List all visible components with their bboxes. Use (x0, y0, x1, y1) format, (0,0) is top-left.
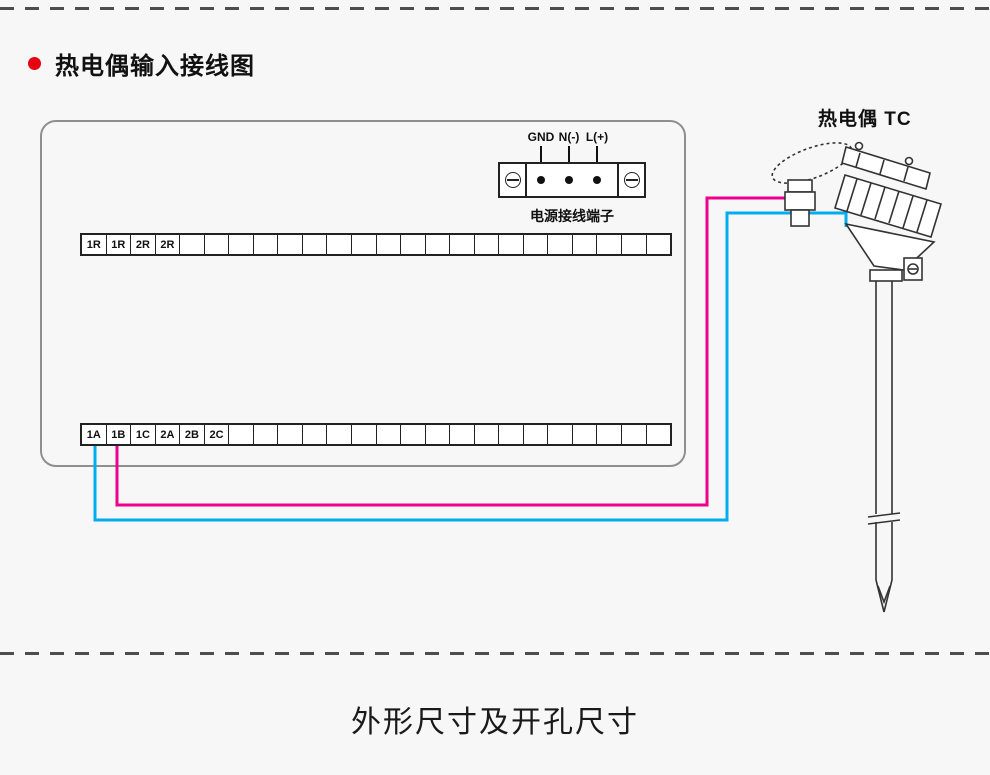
gland-fitting (787, 179, 813, 193)
thermocouple-label: 热电偶 TC (818, 109, 912, 130)
terminal-cell: 2C (205, 425, 230, 444)
screw-icon (623, 172, 640, 188)
terminal-cell (475, 235, 500, 254)
terminal-cell (278, 235, 303, 254)
top-dashed-divider (0, 7, 990, 10)
terminal-cell (548, 235, 573, 254)
terminal-cell (352, 425, 377, 444)
screw-icon (504, 172, 521, 188)
terminal-cell: 2R (131, 235, 156, 254)
terminal-cell: 2A (156, 425, 181, 444)
thermocouple-illustration (771, 141, 942, 613)
terminal-cell: 1R (107, 235, 132, 254)
section-title-row: 热电偶输入接线图 (28, 46, 255, 81)
terminal-cell (647, 235, 671, 254)
terminal-cell (426, 235, 451, 254)
terminal-cell (303, 425, 328, 444)
terminal-cell (499, 425, 524, 444)
power-terminal-dot (537, 176, 545, 184)
gland-fitting (784, 191, 816, 211)
neck-collar (869, 269, 903, 282)
terminal-cell (499, 235, 524, 254)
red-bullet-icon (28, 57, 41, 70)
terminal-cell (475, 425, 500, 444)
bottom-dashed-divider (0, 652, 990, 655)
terminal-cell (205, 235, 230, 254)
terminal-cell (327, 235, 353, 254)
terminal-cell: 1A (82, 425, 107, 444)
terminal-cell (229, 235, 254, 254)
terminal-cell (647, 425, 671, 444)
terminal-cell (352, 235, 377, 254)
power-terminal-dot (593, 176, 601, 184)
terminal-cell (377, 425, 402, 444)
gland-fitting (790, 209, 810, 227)
cap-screw-icon (854, 141, 864, 151)
terminal-cell (426, 425, 451, 444)
section-title: 热电偶输入接线图 (55, 53, 255, 80)
terminal-cell (229, 425, 254, 444)
mounting-hole-right (617, 164, 644, 196)
terminal-cell (180, 235, 205, 254)
terminal-cell (254, 425, 279, 444)
terminal-cell (524, 425, 549, 444)
terminal-cell: 1B (107, 425, 132, 444)
terminal-cell (573, 235, 598, 254)
terminal-cell (622, 235, 647, 254)
cap-screw-icon (904, 156, 914, 166)
terminal-cell (597, 425, 623, 444)
power-label-live: L(+) (585, 130, 609, 144)
terminal-cell (597, 235, 623, 254)
mounting-hole-left (500, 164, 527, 196)
terminal-cell (524, 235, 549, 254)
terminal-cell (327, 425, 353, 444)
power-terminal-assembly: GND N(-) L(+) 电源接线端子 (490, 130, 655, 230)
terminal-cell: 1R (82, 235, 107, 254)
power-terminal-dot (565, 176, 573, 184)
power-terminal-caption: 电源接线端子 (530, 208, 614, 224)
terminal-cell (622, 425, 647, 444)
terminal-cell: 2B (180, 425, 205, 444)
terminal-cell (573, 425, 598, 444)
terminal-cell: 2R (156, 235, 181, 254)
terminal-cell (377, 235, 402, 254)
terminal-cell: 1C (131, 425, 156, 444)
next-section-title: 外形尺寸及开孔尺寸 (351, 706, 639, 739)
terminal-cell (450, 425, 475, 444)
power-label-neutral: N(-) (558, 130, 580, 144)
terminal-cell (303, 235, 328, 254)
terminal-cell (548, 425, 573, 444)
terminal-cell (401, 235, 426, 254)
terminal-cell (401, 425, 426, 444)
connection-head (834, 174, 942, 238)
power-label-gnd: GND (527, 130, 555, 144)
terminal-cell (278, 425, 303, 444)
head-cap (841, 145, 931, 191)
probe-break-mark (867, 512, 901, 518)
terminal-cell (254, 235, 279, 254)
terminal-cell (450, 235, 475, 254)
probe-tip-weld (877, 585, 891, 605)
